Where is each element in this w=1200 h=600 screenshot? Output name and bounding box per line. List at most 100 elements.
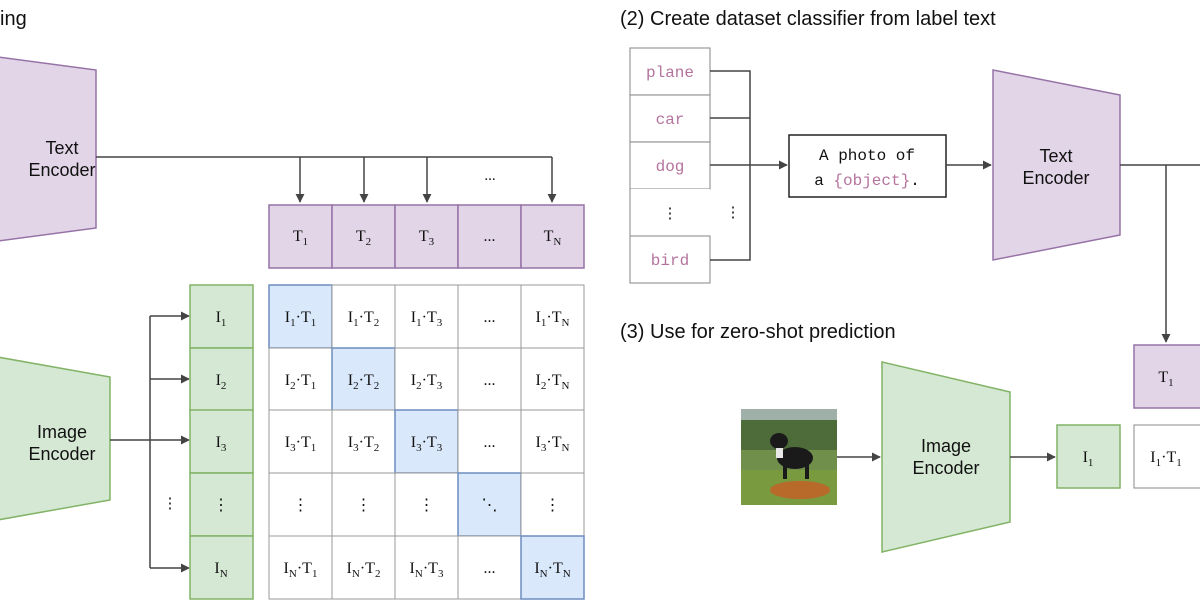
- arrow-ellipsis: ...: [484, 168, 495, 184]
- text-encoder-shape: [0, 56, 97, 242]
- text-token-label: ...: [484, 228, 496, 245]
- image-encoder-2-label-line2: Encoder: [912, 458, 979, 478]
- text-token-cell: [457, 204, 522, 269]
- text-token-row: T1​ T2​ T3​... TN​: [268, 204, 585, 269]
- matrix-cell-label: I2​·TN​: [536, 372, 570, 392]
- dog-head: [770, 433, 788, 449]
- text-token-zero-shot-label: T1​: [1158, 369, 1173, 389]
- matrix-cell-label: IN​·TN​: [534, 560, 570, 580]
- image-token-label: ⋮: [213, 497, 229, 514]
- class-label-text: ⋮: [663, 206, 678, 222]
- image-token-zero-shot: [1056, 424, 1121, 489]
- matrix-cell-label: I1​·T2​: [348, 309, 379, 329]
- image-token-column: I1​ I2​ I3​ ⋮ IN​: [189, 284, 254, 600]
- class-label-text: plane: [646, 64, 694, 82]
- image-token-cell: [189, 535, 254, 600]
- matrix-cell-label: I3​·T2​: [348, 434, 379, 454]
- matrix-cell-label: ⋮: [419, 497, 435, 514]
- text-token-cell: [331, 204, 396, 269]
- matrix-cell-diagonal: [457, 472, 522, 537]
- panel-3-heading: (3) Use for zero-shot prediction: [620, 321, 896, 343]
- dog-leg-front: [783, 463, 787, 479]
- text-token-label: T2​: [356, 228, 371, 248]
- matrix-cell-label: ...: [484, 434, 496, 451]
- class-label-box: [629, 235, 711, 284]
- image-encoder-2-label-line1: Image: [921, 436, 971, 456]
- class-label-gap: [630, 189, 710, 236]
- text-token-cell: [520, 204, 585, 269]
- matrix-cell-label: IN​·T3​: [410, 560, 444, 580]
- matrix-cell-label: I3​·TN​: [536, 434, 570, 454]
- image-token-cell: [189, 284, 254, 349]
- class-label-box: [629, 94, 711, 143]
- matrix-cell-label: ⋮: [545, 497, 561, 514]
- class-label-text: car: [656, 111, 685, 129]
- label-bracket-dots: ⋮: [726, 205, 741, 221]
- text-encoder-2-shape: [992, 69, 1121, 261]
- class-label-box: [629, 47, 711, 96]
- matrix-cell: [457, 409, 522, 474]
- class-label-text: bird: [651, 252, 689, 270]
- text-token-cell: [394, 204, 459, 269]
- matrix-cell-label: I2​·T3​: [411, 372, 443, 392]
- matrix-cell-label: I3​·T3​: [411, 434, 443, 454]
- matrix-cell: [457, 535, 522, 600]
- prompt-template-box: [788, 134, 947, 198]
- dog-chest-patch: [776, 448, 783, 458]
- zero-shot-product-cell: [1133, 424, 1200, 489]
- matrix-cell: [520, 284, 585, 349]
- matrix-cell-diagonal: [268, 284, 333, 349]
- text-token-label: TN​: [544, 228, 562, 248]
- image-token-label: I3​: [216, 434, 227, 454]
- matrix-cell: [268, 409, 333, 474]
- dog-leg-back: [805, 463, 809, 479]
- matrix-cell: [331, 535, 396, 600]
- prompt-line2-prefix: a: [814, 172, 833, 190]
- matrix-cell-diagonal: [520, 535, 585, 600]
- zero-shot-product-label: I1​·T1​: [1150, 449, 1181, 469]
- text-token-label: T3​: [419, 228, 435, 248]
- matrix-cell: [331, 472, 396, 537]
- class-label-box: [629, 141, 711, 190]
- matrix-cell: [394, 284, 459, 349]
- panel-1-contrastive-pretraining: ing Text Encoder Image Encoder ... ⋮ T1​…: [0, 8, 585, 600]
- matrix-cell-label: I1​·T3​: [411, 309, 443, 329]
- image-token-zero-shot-label: I1​: [1083, 449, 1094, 469]
- image-token-label: I1​: [216, 309, 227, 329]
- dog-photo-trees: [741, 420, 837, 450]
- matrix-cell: [268, 535, 333, 600]
- matrix-cell: [331, 409, 396, 474]
- similarity-matrix: I1​·T1​I1​·T2​I1​·T3​...I1​·TN​I2​·T1​I2…: [268, 284, 585, 600]
- image-encoder-shape: [0, 356, 111, 521]
- matrix-cell-diagonal: [394, 409, 459, 474]
- matrix-cell: [520, 409, 585, 474]
- prompt-placeholder: {object}: [833, 172, 910, 190]
- dog-photo-leaves: [770, 481, 830, 499]
- text-encoder-2-label-line2: Encoder: [1022, 168, 1089, 188]
- image-token-label: I2​: [216, 372, 227, 392]
- matrix-cell-label: I1​·TN​: [536, 309, 570, 329]
- image-token-label: IN​: [214, 560, 227, 580]
- text-token-label: T1​: [293, 228, 308, 248]
- matrix-cell: [394, 347, 459, 412]
- matrix-cell: [268, 472, 333, 537]
- text-encoder-2-label-line1: Text: [1039, 146, 1072, 166]
- matrix-cell-label: ...: [484, 372, 496, 389]
- matrix-cell-label: ⋱: [482, 497, 498, 514]
- image-token-cell: [189, 409, 254, 474]
- prompt-line2-suffix: .: [910, 172, 920, 190]
- image-token-cell: [189, 472, 254, 537]
- prompt-line2: a {object}.: [814, 172, 920, 190]
- matrix-cell-label: IN​·T1​: [284, 560, 318, 580]
- matrix-cell-label: ...: [484, 560, 496, 577]
- panel-1-heading: ing: [0, 8, 27, 30]
- image-encoder-label-line2: Encoder: [28, 444, 95, 464]
- matrix-cell-label: I2​·T1​: [285, 372, 316, 392]
- image-encoder-2-shape: [881, 361, 1011, 553]
- panel-2-heading: (2) Create dataset classifier from label…: [620, 8, 996, 30]
- image-bus-dots: ⋮: [163, 496, 178, 512]
- class-label-text: dog: [656, 158, 685, 176]
- text-encoder-label-line2: Encoder: [28, 160, 95, 180]
